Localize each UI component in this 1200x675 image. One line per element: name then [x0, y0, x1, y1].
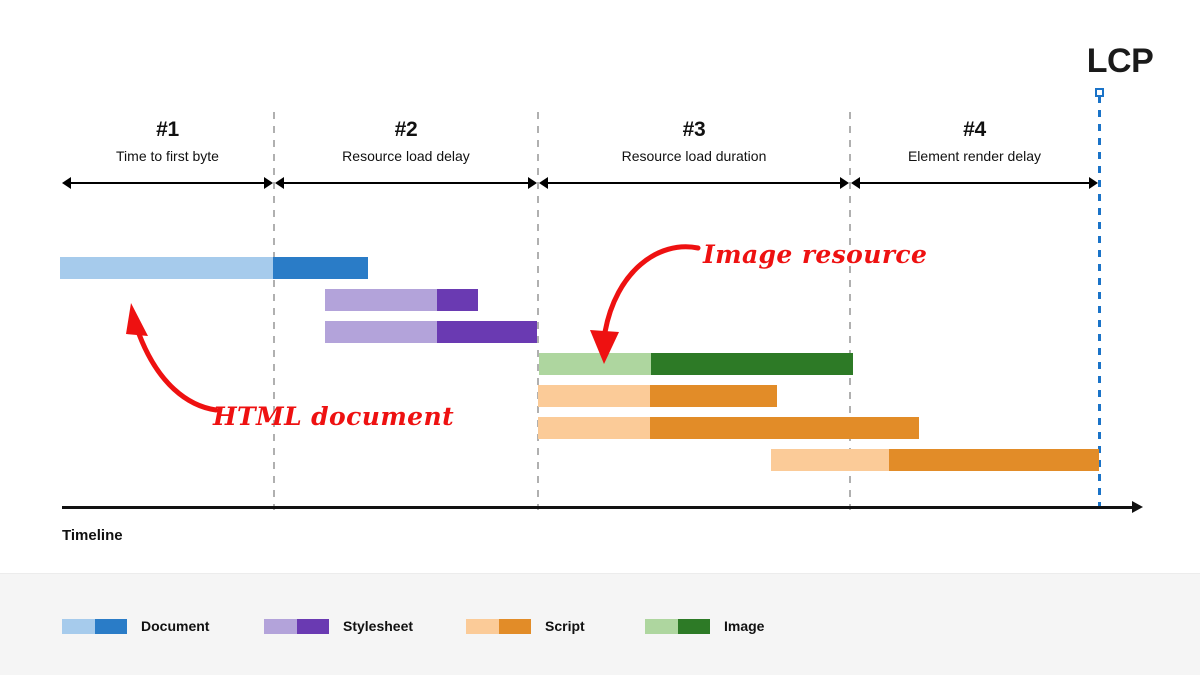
bar-segment-wait — [60, 257, 273, 279]
phase-span-arrow-1 — [62, 176, 273, 190]
legend-label: Image — [724, 618, 765, 634]
arrow-head-left-icon — [275, 177, 284, 189]
bar-segment-download — [437, 289, 478, 311]
waterfall-bar-stylesheet-2 — [325, 289, 478, 311]
arrow-shaft — [282, 182, 530, 184]
arrow-head-right-icon — [264, 177, 273, 189]
phase-number-1: #1 — [156, 118, 179, 141]
arrow-shaft — [546, 182, 842, 184]
phase-separator-3 — [849, 112, 851, 510]
legend-swatch-light — [645, 618, 678, 634]
waterfall-bar-document-1 — [60, 257, 368, 279]
phase-number-2: #2 — [394, 118, 418, 141]
bar-segment-wait — [538, 417, 650, 439]
arrow-shaft — [69, 182, 266, 184]
bar-segment-download — [651, 353, 853, 375]
phase-span-arrow-3 — [539, 176, 849, 190]
lcp-label: LCP — [1086, 42, 1154, 80]
legend-label: Stylesheet — [343, 618, 414, 634]
waterfall-bar-stylesheet-3 — [325, 321, 537, 343]
bar-segment-download — [650, 417, 919, 439]
bar-segment-download — [273, 257, 368, 279]
legend-swatch-dark — [677, 618, 710, 634]
arrow-shaft — [858, 182, 1091, 184]
bar-segment-wait — [538, 385, 650, 407]
phase-name-4: Element render delay — [907, 148, 1042, 165]
waterfall-bar-script-7 — [771, 449, 1099, 471]
phase-separator-1 — [273, 112, 275, 510]
legend-strip — [0, 573, 1200, 675]
phase-name-1: Time to first byte — [116, 148, 219, 165]
phase-separator-2 — [537, 112, 539, 510]
legend-swatch-dark — [498, 618, 531, 634]
html-document-arrow-icon — [126, 303, 219, 413]
annotation-label-2: Image resource — [703, 240, 928, 269]
legend-label: Document — [141, 618, 210, 634]
legend-item-image: Image — [645, 617, 764, 635]
legend-swatch-dark — [94, 618, 127, 634]
arrow-head-left-icon — [62, 177, 71, 189]
bar-segment-wait — [325, 289, 437, 311]
timeline-axis-line — [62, 506, 1134, 509]
bar-segment-wait — [539, 353, 651, 375]
arrow-head-right-icon — [840, 177, 849, 189]
legend-item-document: Document — [62, 617, 209, 635]
waterfall-bar-script-6 — [538, 417, 919, 439]
bar-segment-download — [889, 449, 1099, 471]
lcp-dashed-line — [1098, 96, 1101, 508]
legend-swatch-icon — [466, 618, 531, 634]
phase-name-2: Resource load delay — [342, 148, 470, 165]
legend-swatch-icon — [62, 618, 127, 634]
waterfall-bar-image-4 — [539, 353, 853, 375]
legend-swatch-light — [264, 618, 297, 634]
legend-swatch-icon — [264, 618, 329, 634]
phase-span-arrow-2 — [275, 176, 537, 190]
legend-swatch-dark — [296, 618, 329, 634]
arrow-head-right-icon — [528, 177, 537, 189]
legend-swatch-icon — [645, 618, 710, 634]
bar-segment-download — [437, 321, 537, 343]
image-resource-arrow-icon — [590, 244, 701, 364]
timeline-axis-arrowhead-icon — [1132, 501, 1143, 513]
legend-swatch-light — [466, 618, 499, 634]
arrow-head-left-icon — [851, 177, 860, 189]
phase-span-arrow-4 — [851, 176, 1098, 190]
bar-segment-wait — [325, 321, 437, 343]
legend-label: Script — [545, 618, 585, 634]
bar-segment-wait — [771, 449, 889, 471]
timeline-axis-label: Timeline — [62, 527, 123, 544]
legend-item-script: Script — [466, 617, 585, 635]
phase-name-3: Resource load duration — [621, 148, 767, 165]
arrow-head-left-icon — [539, 177, 548, 189]
waterfall-bar-script-5 — [538, 385, 777, 407]
legend-swatch-light — [62, 618, 95, 634]
annotation-label-1: HTML document — [213, 402, 455, 431]
bar-segment-download — [650, 385, 777, 407]
phase-number-3: #3 — [682, 118, 706, 141]
arrow-head-right-icon — [1089, 177, 1098, 189]
phase-number-4: #4 — [963, 118, 986, 141]
legend-item-stylesheet: Stylesheet — [264, 617, 413, 635]
